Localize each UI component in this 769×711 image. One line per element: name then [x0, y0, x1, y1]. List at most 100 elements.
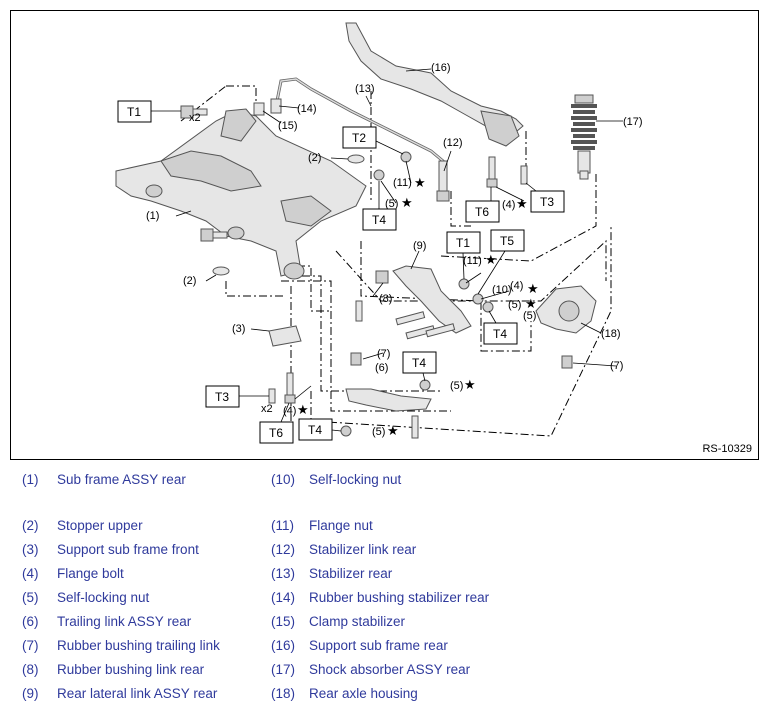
bolt-link-a	[395, 311, 426, 326]
rear-axle-housing	[535, 285, 597, 334]
callout-5a: (5)	[385, 198, 398, 210]
parts-legend: (1) Sub frame ASSY rear (10) Self-locking …	[0, 466, 769, 706]
star-icon: ★	[414, 176, 426, 191]
legend-num: (10)	[271, 472, 296, 487]
callout-15: (15)	[278, 120, 298, 132]
legend-text: Stabilizer link rear	[309, 542, 417, 557]
star-icon: ★	[387, 424, 399, 439]
callout-5d: (5)	[372, 426, 385, 438]
legend-num: (17)	[271, 662, 296, 677]
torque-box-t6-rear: T6	[465, 187, 500, 223]
leader-lines	[175, 68, 623, 400]
star-icon: ★	[401, 196, 413, 211]
legend-text: Self-locking nut	[309, 472, 402, 487]
fasteners	[180, 105, 528, 439]
bolt-trailing	[411, 415, 419, 439]
torque-box-t4-bottom: T4	[298, 418, 342, 441]
legend-text: Rear axle housing	[309, 686, 418, 701]
legend-num: (15)	[271, 614, 296, 629]
legend-text: Rubber bushing stabilizer rear	[309, 590, 490, 605]
callout-5e: (5)	[523, 310, 536, 322]
callout-2b: (2)	[183, 275, 196, 287]
callout-1: (1)	[146, 210, 159, 222]
svg-text:T6: T6	[269, 426, 283, 440]
callout-4c: (4)	[510, 280, 523, 292]
legend-text: Sub frame ASSY rear	[57, 472, 186, 487]
callout-4b: (4)	[502, 199, 515, 211]
bolt-link-c	[425, 323, 456, 338]
rubber-bushing-trailing	[350, 352, 362, 366]
legend-text: Support sub frame front	[57, 542, 199, 557]
legend-num: (7)	[22, 638, 39, 653]
bolt-t3-rear	[520, 165, 528, 185]
callout-10: (10)	[492, 284, 512, 296]
torque-box-t3-rear: T3	[525, 182, 565, 213]
callout-3: (3)	[232, 323, 245, 335]
callout-5c: (5)	[450, 380, 463, 392]
legend-text: Rubber bushing link rear	[57, 662, 205, 677]
legend-text: Rear lateral link ASSY rear	[57, 686, 218, 701]
nut-t4-bottom	[340, 425, 352, 437]
sub-frame-assy-rear	[115, 108, 367, 280]
callout-8: (8)	[379, 293, 392, 305]
bolt-t3-front	[268, 388, 276, 404]
svg-text:T4: T4	[493, 327, 507, 341]
legend-text: Support sub frame rear	[309, 638, 448, 653]
legend-num: (1)	[22, 472, 39, 487]
callout-17: (17)	[623, 116, 643, 128]
callout-labels: (1) (2) (2) (3) (4) (4) (4) (5) (5) (5) …	[146, 62, 643, 438]
legend-num: (4)	[22, 566, 39, 581]
legend-num: (6)	[22, 614, 39, 629]
legend-num: (3)	[22, 542, 39, 557]
torque-boxes: T1 T2 T4 T6 T3	[117, 100, 565, 444]
callout-7b: (7)	[610, 360, 623, 372]
nut-t4-link	[482, 301, 494, 313]
figure-id: RS-10329	[702, 443, 752, 455]
callout-5b: (5)	[508, 299, 521, 311]
legend-text: Rubber bushing trailing link	[57, 638, 220, 653]
legend-text: Stabilizer rear	[309, 566, 393, 581]
legend-num: (8)	[22, 662, 39, 677]
bolt-link	[355, 300, 363, 322]
legend-text: Flange bolt	[57, 566, 124, 581]
trailing-link-assy-rear	[345, 352, 573, 412]
torque-box-t5: T5	[477, 229, 525, 295]
torque-box-t1-top: T1	[117, 100, 181, 123]
svg-text:T4: T4	[308, 423, 322, 437]
callout-11a: (11)	[393, 177, 412, 189]
nut-t4	[373, 169, 385, 181]
star-icon: ★	[297, 403, 309, 418]
star-icon: ★	[525, 297, 537, 312]
torque-box-t4-upper: T4	[362, 181, 397, 231]
stabilizer-link-rear	[436, 160, 450, 202]
callout-2a: (2)	[308, 152, 321, 164]
star-icon: ★	[485, 253, 497, 268]
callout-12: (12)	[443, 137, 463, 149]
svg-text:T6: T6	[475, 205, 489, 219]
legend-num: (13)	[271, 566, 296, 581]
svg-text:T3: T3	[215, 390, 229, 404]
exploded-diagram: (1) (2) (2) (3) (4) (4) (4) (5) (5) (5) …	[10, 10, 759, 460]
legend-num: (2)	[22, 518, 39, 533]
legend-num: (14)	[271, 590, 296, 605]
callout-9: (9)	[413, 240, 426, 252]
support-sub-frame-front	[268, 325, 302, 347]
star-icon: ★	[516, 197, 528, 212]
svg-text:T3: T3	[540, 195, 554, 209]
torque-box-t3-front: T3	[205, 385, 269, 408]
multiplier-x2-top: x2	[189, 112, 201, 124]
torque-box-t1-link: T1	[446, 231, 481, 280]
rubber-bushing-link	[375, 270, 389, 284]
support-sub-frame-rear	[345, 22, 524, 147]
legend-text: Shock absorber ASSY rear	[309, 662, 471, 677]
callout-11b: (11)	[463, 255, 482, 267]
callout-6: (6)	[375, 362, 388, 374]
nut-t4-trailing	[419, 379, 431, 391]
legend-num: (9)	[22, 686, 39, 701]
bolt-front	[200, 228, 214, 242]
callout-16: (16)	[431, 62, 451, 74]
torque-box-t4-link: T4	[483, 310, 518, 345]
legend-text: Clamp stabilizer	[309, 614, 406, 629]
svg-text:T4: T4	[412, 356, 426, 370]
torque-box-t4-trailing: T4	[402, 351, 437, 382]
